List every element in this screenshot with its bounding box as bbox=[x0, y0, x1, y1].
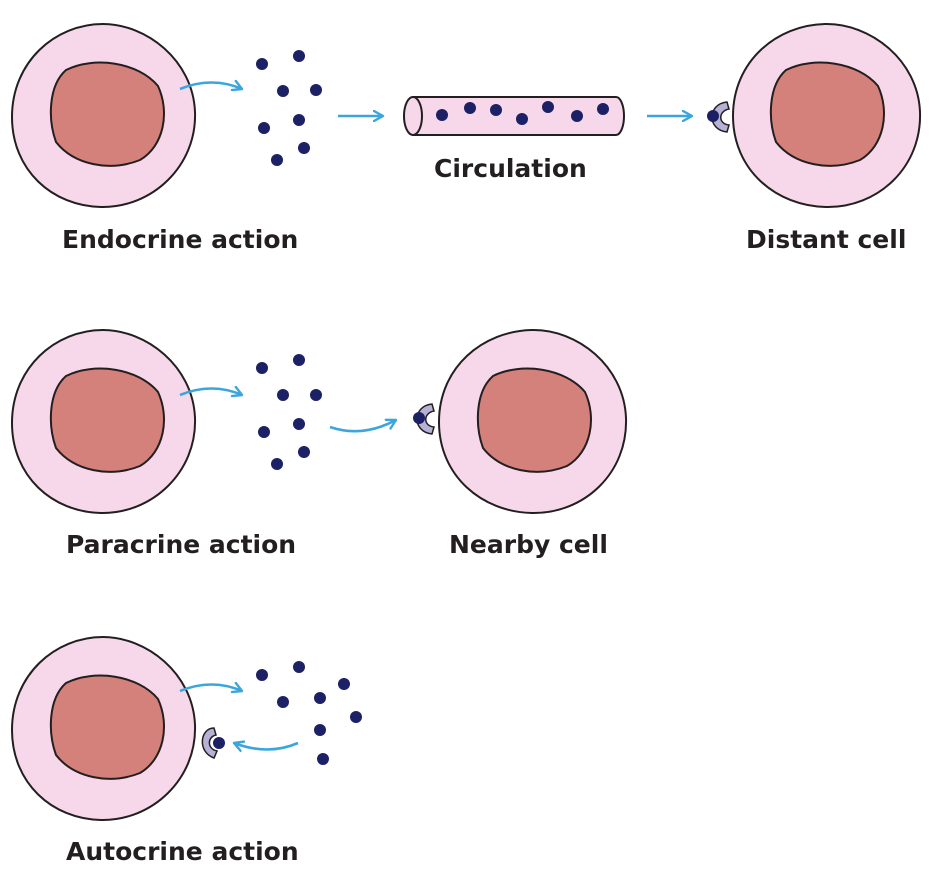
receptor-icon bbox=[201, 727, 219, 759]
nearby-target-cell bbox=[413, 328, 628, 515]
hormone-molecule bbox=[516, 113, 528, 125]
hormone-molecule bbox=[256, 58, 268, 70]
hormone-molecule bbox=[338, 678, 350, 690]
hormone-molecule bbox=[258, 426, 270, 438]
hormone-molecule bbox=[256, 669, 268, 681]
to-nearby-cell-arrow bbox=[329, 420, 396, 433]
hormone-molecules bbox=[256, 661, 362, 765]
paracrine-source-cell bbox=[10, 328, 197, 515]
hormone-molecule bbox=[298, 446, 310, 458]
blood-vessel bbox=[403, 96, 625, 136]
return-to-self-arrow bbox=[234, 743, 299, 750]
hormone-molecule bbox=[277, 85, 289, 97]
circulation-label: Circulation bbox=[434, 154, 587, 183]
endocrine-source-cell bbox=[10, 22, 197, 209]
hormone-molecule bbox=[293, 661, 305, 673]
hormone-molecule bbox=[271, 458, 283, 470]
hormone-molecules bbox=[256, 50, 322, 166]
autocrine-cell bbox=[10, 635, 225, 822]
cell-nucleus bbox=[49, 674, 165, 780]
hormone-molecule bbox=[293, 114, 305, 126]
hormone-molecule bbox=[293, 354, 305, 366]
autocrine-action-label: Autocrine action bbox=[66, 837, 299, 866]
endocrine-action-label: Endocrine action bbox=[62, 225, 299, 254]
hormone-molecule bbox=[571, 110, 583, 122]
cell-nucleus bbox=[769, 61, 885, 167]
secretion-arrow bbox=[179, 685, 242, 692]
hormone-molecule bbox=[464, 102, 476, 114]
cell-nucleus bbox=[476, 367, 592, 473]
hormone-molecule bbox=[314, 724, 326, 736]
hormone-molecule bbox=[271, 154, 283, 166]
hormone-molecule bbox=[310, 84, 322, 96]
paracrine-action-label: Paracrine action bbox=[66, 530, 297, 559]
hormone-molecule bbox=[542, 101, 554, 113]
distant-target-cell bbox=[707, 22, 922, 209]
receptor-icon bbox=[416, 403, 435, 435]
distant-cell-label: Distant cell bbox=[746, 225, 907, 254]
hormone-molecule bbox=[277, 389, 289, 401]
bound-hormone bbox=[413, 412, 425, 424]
hormone-molecule bbox=[314, 692, 326, 704]
hormone-molecule bbox=[258, 122, 270, 134]
cell-nucleus bbox=[49, 367, 165, 473]
hormone-molecule bbox=[350, 711, 362, 723]
cell-nucleus bbox=[49, 61, 165, 167]
hormone-molecule bbox=[490, 104, 502, 116]
nearby-cell-label: Nearby cell bbox=[449, 530, 608, 559]
bound-hormone bbox=[213, 737, 225, 749]
hormone-molecule bbox=[298, 142, 310, 154]
hormone-molecule bbox=[310, 389, 322, 401]
hormone-molecules bbox=[256, 354, 322, 470]
secretion-arrow bbox=[179, 389, 242, 396]
vessel-opening bbox=[403, 96, 423, 136]
hormone-molecule bbox=[277, 696, 289, 708]
hormone-molecule bbox=[597, 103, 609, 115]
hormone-molecule bbox=[256, 362, 268, 374]
hormone-molecule bbox=[436, 109, 448, 121]
bound-hormone bbox=[707, 110, 719, 122]
hormone-molecule bbox=[317, 753, 329, 765]
hormone-molecule bbox=[293, 418, 305, 430]
hormone-molecule bbox=[293, 50, 305, 62]
receptor-icon bbox=[711, 101, 730, 133]
secretion-arrow bbox=[179, 83, 242, 90]
